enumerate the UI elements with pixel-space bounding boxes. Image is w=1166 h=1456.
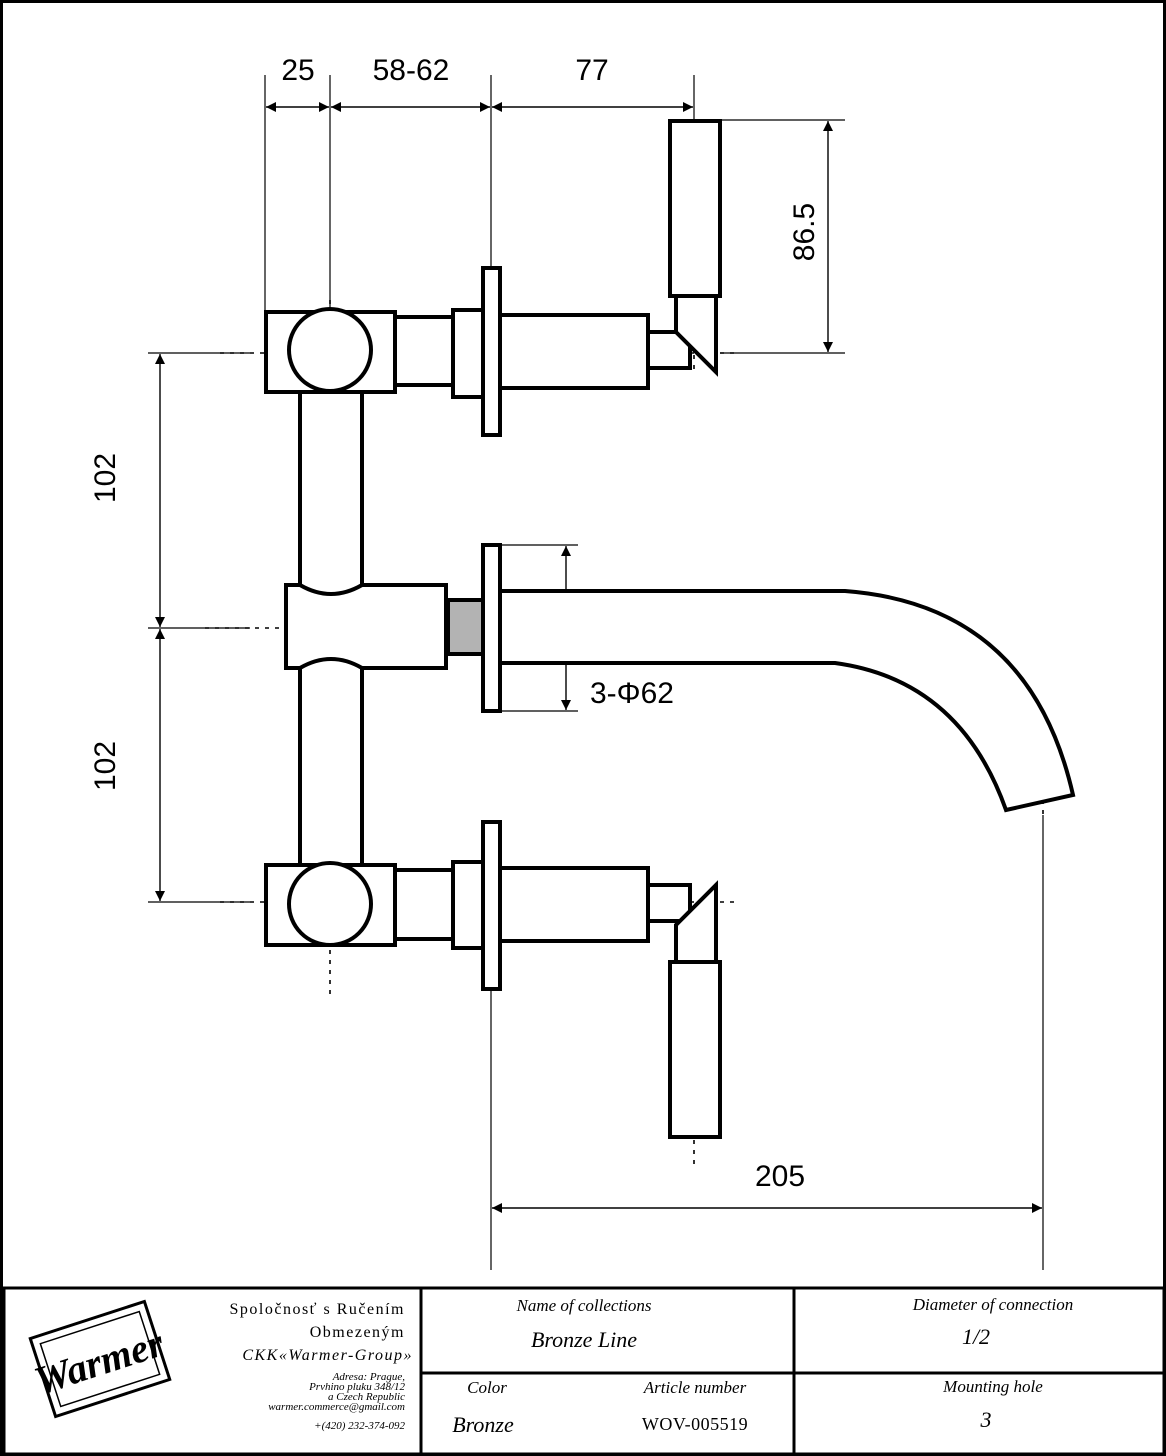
lower-vertical-pipe	[298, 654, 364, 868]
mounting-label: Mounting hole	[942, 1377, 1043, 1396]
dim-102-lower: 102	[89, 741, 122, 791]
diameter-value: 1/2	[962, 1324, 990, 1349]
bottom-valve-circle	[287, 861, 373, 947]
top-handle	[668, 119, 722, 298]
dim-diameter: 3-Φ62	[590, 677, 674, 710]
dim-86-5: 86.5	[788, 203, 821, 261]
company-line3: CKK«Warmer-Group»	[242, 1347, 413, 1364]
title-block: Warmer Spoločnosť s Ručením Obmezeným CK…	[2, 1286, 1166, 1456]
address-line3: a Czech Republic	[328, 1391, 405, 1403]
dim-77: 77	[575, 54, 608, 87]
collection-value: Bronze Line	[531, 1327, 637, 1352]
color-value: Bronze	[452, 1412, 514, 1437]
mounting-value: 3	[980, 1407, 992, 1432]
center-tee-body	[284, 583, 448, 670]
company-line2: Obmezeným	[310, 1324, 405, 1341]
address-line1: Adresa: Prague,	[332, 1371, 406, 1383]
spout-flange	[481, 543, 502, 713]
top-flange	[481, 266, 502, 437]
dimension-lines	[155, 102, 1042, 1213]
collection-label: Name of collections	[515, 1296, 651, 1315]
top-valve-circle	[287, 307, 373, 393]
dimension-texts: 25 58-62 77 86.5 102 102 3-Φ62 205	[89, 54, 821, 1193]
extension-lines	[148, 75, 1044, 1270]
spout-pipe	[498, 589, 1076, 813]
warmer-logo: Warmer	[28, 1299, 172, 1419]
faucet-outline	[264, 119, 1076, 1139]
article-label: Article number	[643, 1378, 747, 1397]
article-value: WOV-005519	[642, 1414, 748, 1434]
bottom-flange	[481, 820, 502, 991]
dim-205: 205	[755, 1160, 805, 1193]
email: warmer.commerce@gmail.com	[268, 1401, 405, 1413]
diameter-label: Diameter of connection	[912, 1295, 1074, 1314]
color-label: Color	[467, 1378, 507, 1397]
phone: +(420) 232-374-092	[314, 1420, 405, 1432]
dim-102-upper: 102	[89, 453, 122, 503]
address-line2: Prvhino pluku 348/12	[308, 1381, 405, 1393]
company-line1: Spoločnosť s Ručením	[230, 1301, 406, 1318]
dim-25: 25	[281, 54, 314, 87]
dim-58-62: 58-62	[373, 54, 450, 87]
center-connector	[446, 598, 485, 656]
upper-vertical-pipe	[298, 390, 364, 602]
bottom-handle	[668, 960, 722, 1139]
